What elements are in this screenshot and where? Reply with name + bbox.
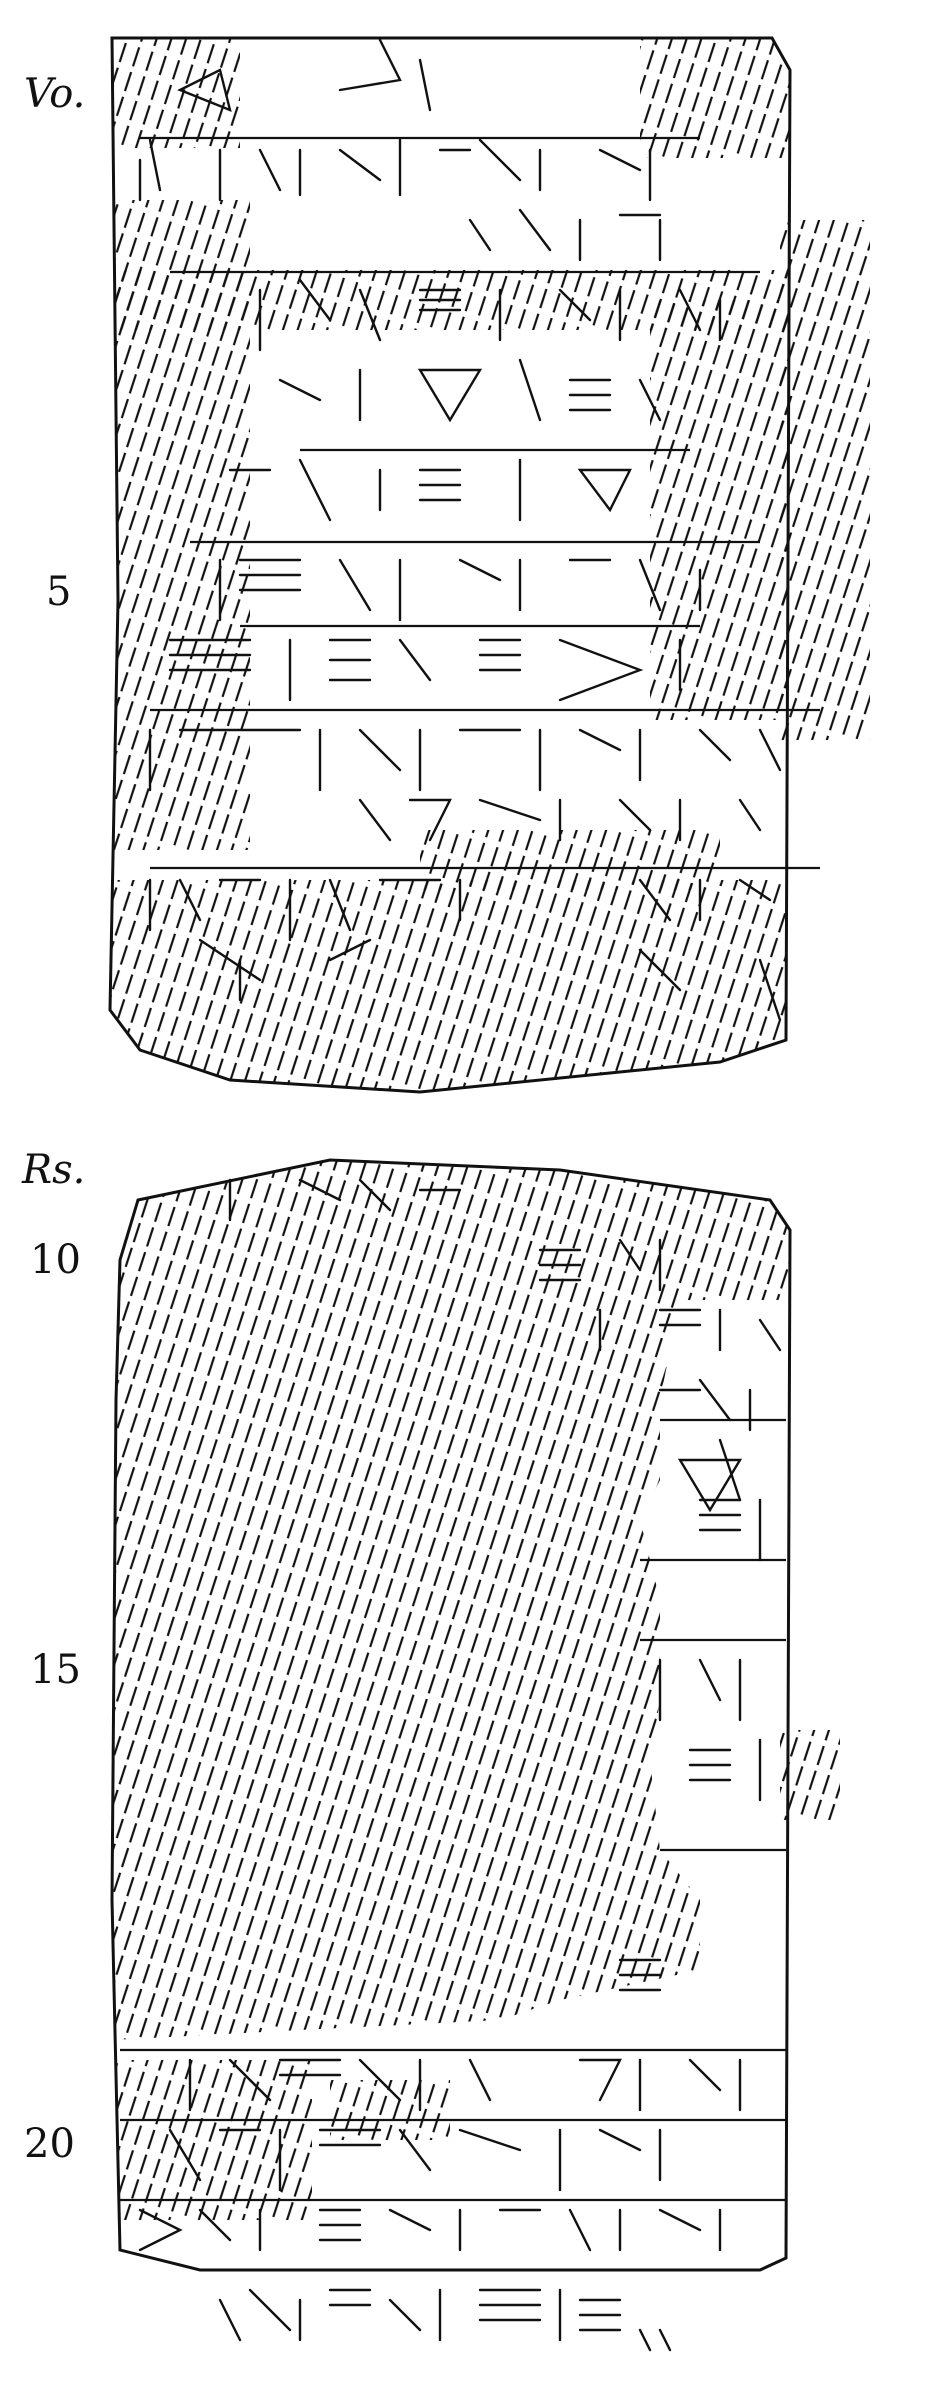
obverse-label: Vo.	[24, 71, 86, 117]
reverse-damage	[112, 1160, 790, 2220]
line-number-20: 20	[24, 2121, 75, 2167]
reverse-signs	[138, 1178, 782, 2252]
reverse-edge-damage	[780, 1730, 840, 1820]
obverse-outline	[108, 36, 792, 1094]
tablet-obverse	[108, 36, 870, 1094]
obverse-rulings	[140, 136, 820, 870]
lower-edge-signs	[218, 2288, 672, 2352]
obverse-edge-damage	[780, 220, 870, 740]
obverse-signs	[138, 38, 782, 1022]
reverse-label: Rs.	[22, 1147, 86, 1193]
line-number-10: 10	[30, 1237, 81, 1283]
tablet-reverse	[110, 1158, 840, 2272]
line-number-15: 15	[30, 1647, 81, 1693]
line-number-5: 5	[46, 569, 72, 615]
reverse-rulings	[120, 1418, 786, 2202]
obverse-damage	[110, 38, 790, 1090]
